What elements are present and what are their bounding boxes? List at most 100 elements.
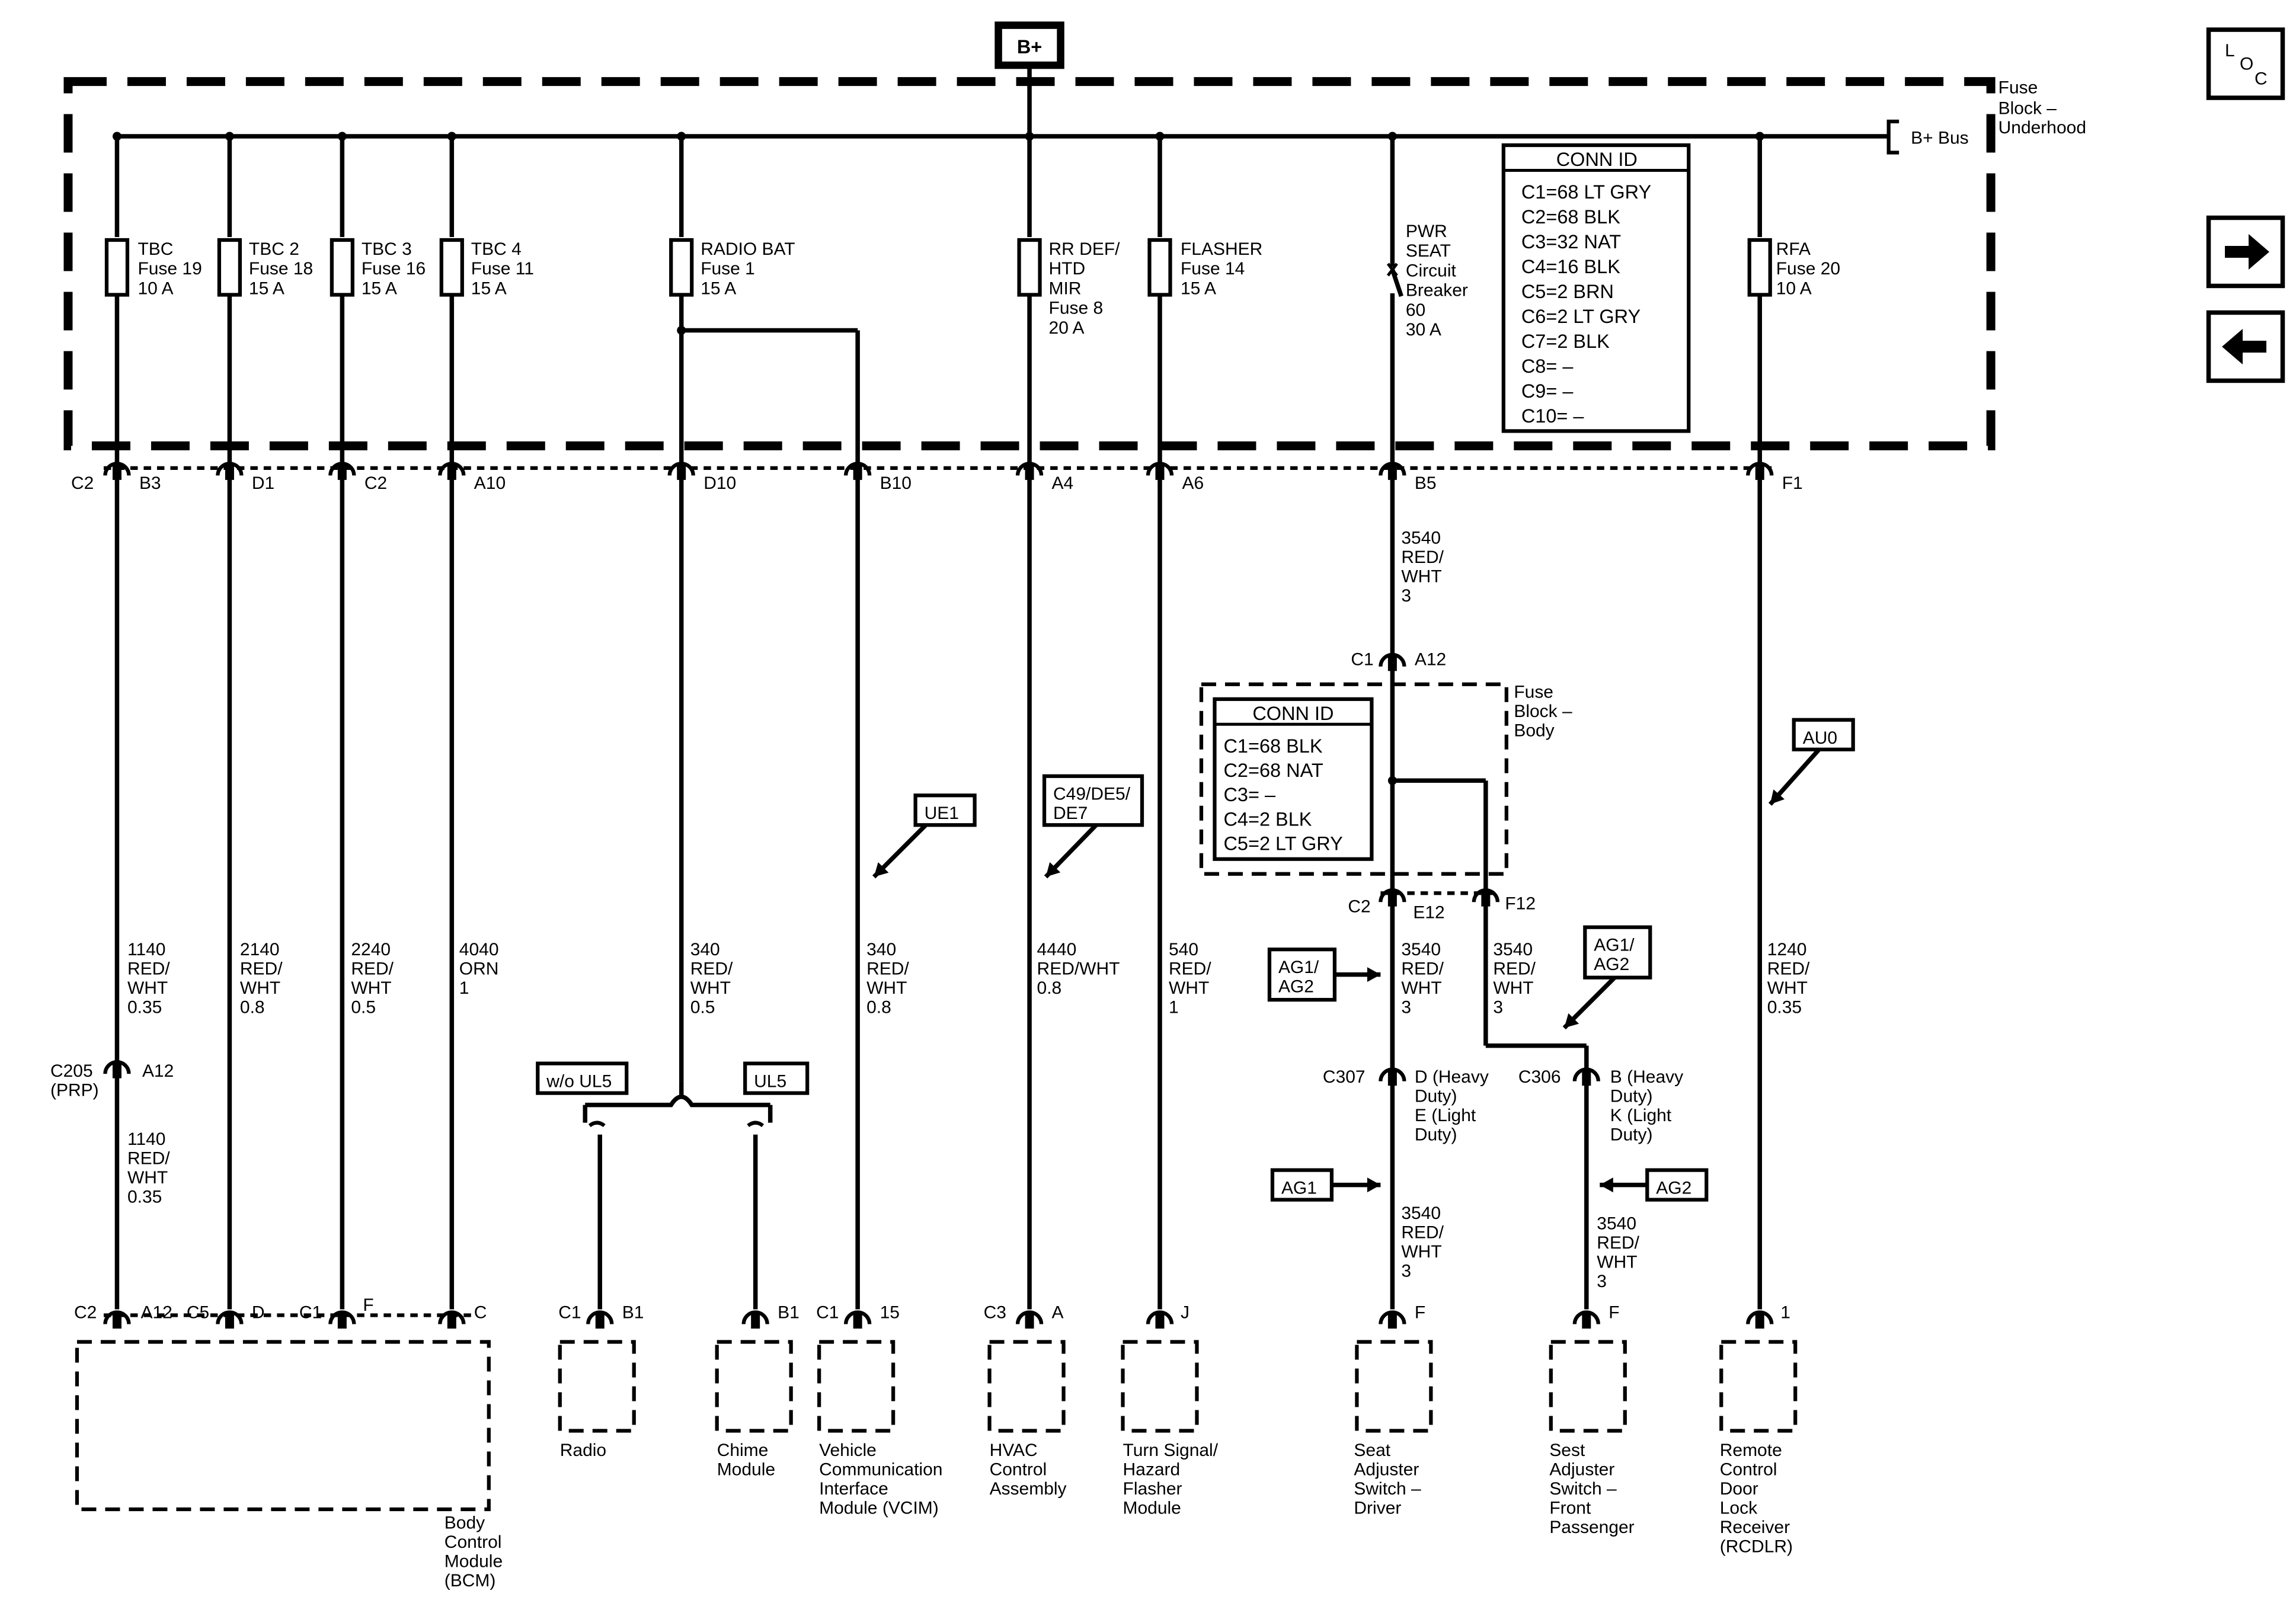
wire-4040-line-2: ORN xyxy=(459,959,499,979)
body-out-connector xyxy=(1379,888,1406,902)
loc-icon[interactable]: L O C xyxy=(2206,27,2285,100)
body-conn-row-1: C1=68 BLK xyxy=(1223,735,1322,757)
fuse-label-9-line-1: RFA xyxy=(1776,239,1811,259)
rcdlr-name-line-4: Lock xyxy=(1720,1498,1758,1518)
bcm-name-line-2: Control xyxy=(445,1532,502,1552)
bcm-pin-4-pin xyxy=(447,1314,456,1329)
underhood-pin-2-pin xyxy=(225,465,234,480)
fuse-3 xyxy=(330,238,354,297)
fuse-7 xyxy=(1147,238,1172,297)
wire-3540-b-line-3: WHT xyxy=(1493,978,1533,998)
fuse-label-1-line-2: Fuse 19 xyxy=(137,259,202,279)
bcm-name-line-1: Body xyxy=(445,1513,485,1532)
option-wo-ul5 xyxy=(536,1061,629,1095)
underhood-pin-10-pin xyxy=(1755,465,1764,480)
seat-driver-box xyxy=(1355,1340,1433,1433)
flasher-name-line-4: Module xyxy=(1123,1498,1181,1518)
arrow-ag12-a-head xyxy=(1367,967,1381,982)
seat-driver-name-line-2: Adjuster xyxy=(1354,1460,1419,1479)
bcm-pin-3-pin xyxy=(337,1314,347,1329)
arrow-ue1-head xyxy=(874,862,889,877)
wire-1240-line-3: WHT xyxy=(1767,978,1808,998)
rcdlr-name-line-2: Control xyxy=(1720,1460,1777,1479)
c205-connector xyxy=(103,1060,131,1074)
underhood-pin-label-7: A4 xyxy=(1052,473,1074,493)
flasher-pin-pin xyxy=(1155,1314,1165,1329)
underhood-pin-conn: C2 xyxy=(71,473,94,493)
underhood-pin-label-8: A6 xyxy=(1182,473,1204,493)
wire-340b-line-3: WHT xyxy=(866,978,907,998)
body-out-pin-2: F12 xyxy=(1505,894,1536,914)
wire-3540-c-line-3: WHT xyxy=(1401,1242,1441,1262)
underhood-pin-9-pin xyxy=(1387,465,1397,480)
wire-2240-line-2: RED/ xyxy=(351,959,394,979)
body-conn-row-3: C3= – xyxy=(1223,784,1276,805)
fuse-label-7-line-2: Fuse 14 xyxy=(1181,259,1245,279)
c307-pins-line-1: D (Heavy xyxy=(1415,1067,1489,1087)
body-out-connector-2 xyxy=(1472,888,1499,902)
c306-pins-line-1: B (Heavy xyxy=(1610,1067,1683,1087)
seat-pass-name-line-1: Sest xyxy=(1549,1441,1585,1460)
underhood-conn-row-10: C10= – xyxy=(1521,405,1585,427)
wire-340a-line-3: WHT xyxy=(690,978,731,998)
wire-4440-line-1: 4440 xyxy=(1037,940,1077,959)
bus-junction-4 xyxy=(447,132,456,141)
c205-label-line-1: C205 xyxy=(50,1061,93,1081)
vcim-name-line-3: Interface xyxy=(819,1479,888,1499)
wire-3540-d-line-2: RED/ xyxy=(1597,1233,1639,1253)
wire-340a-line-4: 0.5 xyxy=(690,998,715,1017)
wire-540-line-1: 540 xyxy=(1169,940,1198,959)
wire-340b-line-1: 340 xyxy=(866,940,896,959)
option-au0 xyxy=(1792,718,1855,751)
underhood-conn-row-3: C3=32 NAT xyxy=(1521,231,1621,252)
underhood-pin-8 xyxy=(1146,462,1174,476)
wire-3540-b-line-4: 3 xyxy=(1493,998,1503,1017)
underhood-pin-label-4: A10 xyxy=(474,473,506,493)
wire-3540-top-line-1: 3540 xyxy=(1401,528,1441,548)
fuse-label-8-line-6: 30 A xyxy=(1406,320,1441,340)
seat-driver-pin xyxy=(1379,1310,1406,1324)
chime-pin-label: B1 xyxy=(778,1303,800,1323)
wire-3540-a-line-1: 3540 xyxy=(1401,940,1441,959)
bcm-label-f: F xyxy=(363,1295,373,1315)
underhood-pin-4 xyxy=(438,462,466,476)
c306-pins-line-2: Duty) xyxy=(1610,1087,1653,1106)
hvac-name-line-3: Assembly xyxy=(990,1479,1067,1499)
bcm-box xyxy=(75,1340,491,1512)
fuse-9 xyxy=(1747,238,1772,297)
arrow-c49-head xyxy=(1045,862,1061,877)
bus-junction-7 xyxy=(1155,132,1165,141)
ul5-break-b xyxy=(747,1121,765,1128)
conn-id-title: CONN ID xyxy=(1556,149,1638,170)
rcdlr-pin xyxy=(1746,1310,1774,1324)
loc-c: C xyxy=(2255,69,2268,89)
bus-junction-5 xyxy=(677,132,686,141)
fuse-label-8-line-4: Breaker xyxy=(1406,281,1468,300)
loc-o: O xyxy=(2240,55,2253,74)
flasher-box xyxy=(1121,1340,1199,1433)
fuse-label-6-line-2: HTD xyxy=(1049,259,1086,279)
arrow-left-icon[interactable] xyxy=(2206,310,2285,383)
fuse-block-underhood: Fuse Block – Underhood B+ Bus CONN ID C1… xyxy=(63,65,2086,450)
option-ul5-label-1: UL5 xyxy=(754,1072,786,1092)
wire-3540-b-line-1: 3540 xyxy=(1493,940,1533,959)
vcim-pin-pin xyxy=(853,1314,862,1329)
bcm-pin-4 xyxy=(438,1310,466,1324)
bcm-label-c: C xyxy=(474,1303,487,1323)
arrow-right-icon[interactable] xyxy=(2206,215,2285,289)
fuse-label-4-line-1: TBC 4 xyxy=(471,239,522,259)
fuse-label-4-line-2: Fuse 11 xyxy=(471,259,534,279)
underhood-pin-1 xyxy=(103,462,131,476)
hvac-box xyxy=(987,1340,1066,1433)
wire-2240-line-3: WHT xyxy=(351,978,391,998)
vcim-name-line-4: Module (VCIM) xyxy=(819,1498,939,1518)
radio-bat-junction xyxy=(677,325,686,335)
c307-pins-line-4: Duty) xyxy=(1415,1125,1457,1145)
underhood-pin-label-2: D1 xyxy=(252,473,274,493)
fuse-label-8-line-5: 60 xyxy=(1406,300,1425,320)
option-ag2 xyxy=(1645,1168,1709,1202)
bus-junction-1 xyxy=(112,132,121,141)
fuse-label-6-line-4: Fuse 8 xyxy=(1049,299,1104,318)
fuse-label-7-line-3: 15 A xyxy=(1181,279,1216,298)
